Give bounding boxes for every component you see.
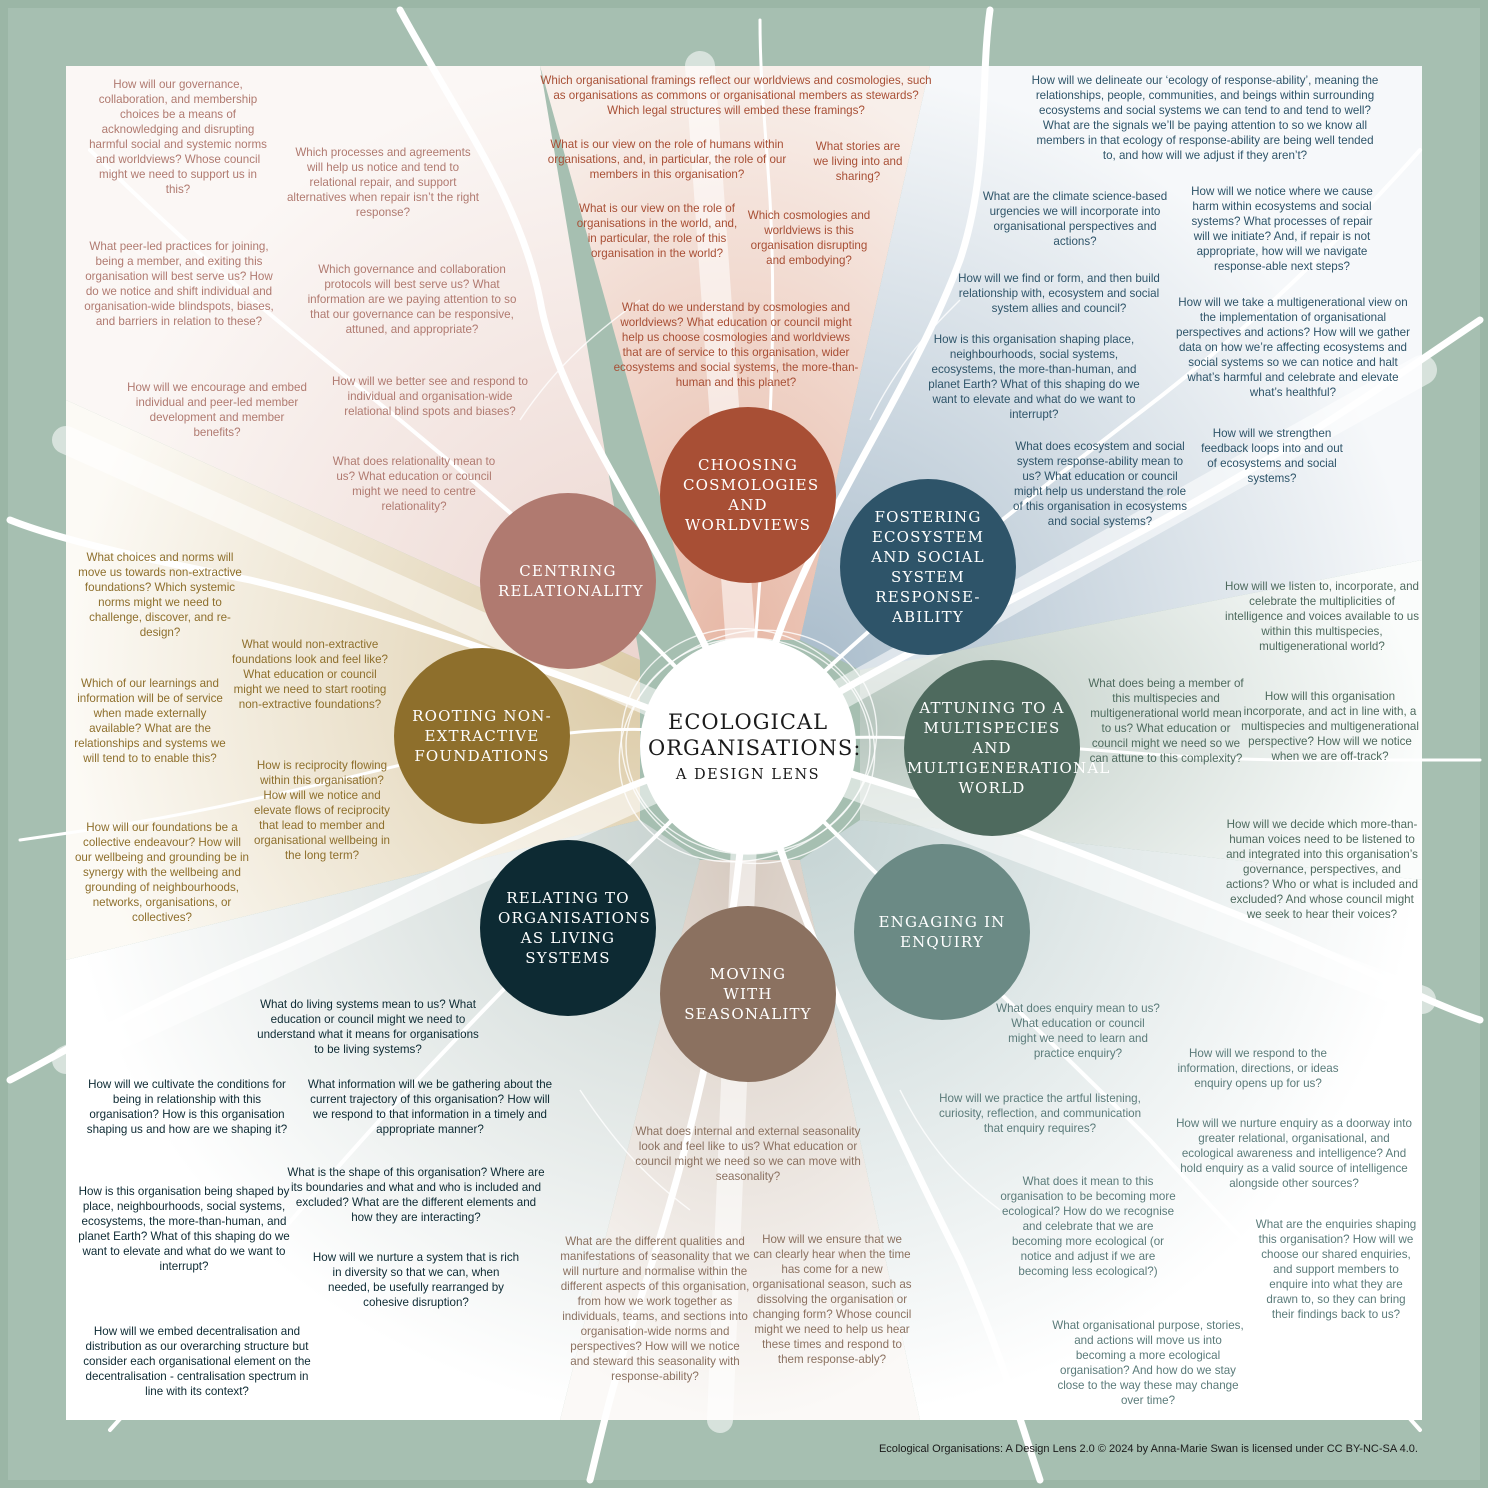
question-ecosystem-8: What does ecosystem and social system re… bbox=[1013, 440, 1187, 528]
license-credit: Ecological Organisations: A Design Lens … bbox=[878, 1443, 1418, 1455]
question-living-systems-4: What is the shape of this organisation? … bbox=[287, 1166, 545, 1224]
question-living-systems-5: How is this organisation being shaped by… bbox=[78, 1185, 290, 1273]
question-ecosystem-6: How is this organisation shaping place, … bbox=[928, 333, 1140, 421]
question-seasonality-3: How will we ensure that we can clearly h… bbox=[752, 1233, 912, 1366]
question-living-systems-1: What do living systems mean to us? What … bbox=[257, 998, 479, 1056]
circle-rooting-foundations[interactable]: ROOTING NON-EXTRACTIVE FOUNDATIONS bbox=[394, 648, 570, 824]
circle-label-foundations: ROOTING NON-EXTRACTIVE FOUNDATIONS bbox=[412, 707, 552, 765]
question-foundations-1: What choices and norms will move us towa… bbox=[78, 551, 242, 639]
question-cosmologies-4: What is our view on the role of organisa… bbox=[576, 202, 738, 260]
question-living-systems-6: How will we nurture a system that is ric… bbox=[312, 1251, 520, 1309]
circle-attuning-multispecies[interactable]: ATTUNING TO A MULTISPECIES AND MULTIGENE… bbox=[904, 660, 1111, 836]
question-relationality-7: What does relationality mean to us? What… bbox=[332, 455, 496, 513]
question-ecosystem-4: How will we find or form, and then build… bbox=[958, 272, 1160, 315]
question-living-systems-7: How will we embed decentralisation and d… bbox=[83, 1325, 311, 1398]
question-relationality-6: How will we better see and respond to in… bbox=[332, 375, 528, 418]
question-enquiry-4: How will we nurture enquiry as a doorway… bbox=[1176, 1117, 1412, 1190]
circle-label-relationality: CENTRING RELATIONALITY bbox=[498, 562, 644, 600]
question-ecosystem-3: How will we notice where we cause harm w… bbox=[1191, 185, 1373, 273]
question-relationality-1: How will our governance, collaboration, … bbox=[89, 78, 267, 196]
circle-label-ecosystem: FOSTERING ECOSYSTEM AND SOCIAL SYSTEM RE… bbox=[871, 508, 985, 626]
question-seasonality-2: What are the different qualities and man… bbox=[560, 1235, 750, 1383]
center-subtitle: A DESIGN LENS bbox=[675, 767, 821, 783]
question-living-systems-3: What information will we be gathering ab… bbox=[307, 1078, 553, 1136]
question-foundations-4: How is reciprocity flowing within this o… bbox=[254, 759, 390, 862]
center-title-circle: ECOLOGICAL ORGANISATIONS: A DESIGN LENS bbox=[640, 638, 862, 854]
question-cosmologies-2: What is our view on the role of humans w… bbox=[547, 138, 787, 181]
question-multispecies-1: How will we listen to, incorporate, and … bbox=[1225, 580, 1419, 653]
circle-label-cosmologies: CHOOSING COSMOLOGIES AND WORLDVIEWS bbox=[683, 456, 820, 534]
question-enquiry-1: What does enquiry mean to us? What educa… bbox=[996, 1002, 1160, 1060]
question-foundations-5: How will our foundations be a collective… bbox=[74, 821, 250, 924]
question-ecosystem-1: How will we delineate our ‘ecology of re… bbox=[1031, 74, 1379, 162]
question-living-systems-2: How will we cultivate the conditions for… bbox=[86, 1078, 288, 1136]
question-relationality-2: Which processes and agreements will help… bbox=[286, 146, 480, 219]
question-relationality-5: How will we encourage and embed individu… bbox=[127, 381, 307, 439]
question-relationality-4: Which governance and collaboration proto… bbox=[307, 263, 517, 336]
sector-relationality bbox=[66, 66, 640, 660]
question-cosmologies-3: What stories are we living into and shar… bbox=[813, 140, 903, 183]
question-cosmologies-1: Which organisational framings reflect ou… bbox=[540, 74, 932, 117]
question-relationality-3: What peer-led practices for joining, bei… bbox=[84, 240, 274, 328]
question-enquiry-5: What does it mean to this organisation t… bbox=[1000, 1175, 1176, 1278]
circle-label-multispecies: ATTUNING TO A MULTISPECIES AND MULTIGENE… bbox=[907, 699, 1111, 797]
question-enquiry-7: What organisational purpose, stories, an… bbox=[1052, 1319, 1244, 1407]
question-ecosystem-5: How will we take a multigenerational vie… bbox=[1176, 296, 1410, 399]
circle-fostering-ecosystem[interactable]: FOSTERING ECOSYSTEM AND SOCIAL SYSTEM RE… bbox=[840, 479, 1016, 655]
question-ecosystem-2: What are the climate science-based urgen… bbox=[982, 190, 1168, 248]
circle-relating-living-systems[interactable]: RELATING TO ORGANISATIONS AS LIVING SYST… bbox=[480, 840, 656, 1016]
circle-engaging-enquiry[interactable]: ENGAGING IN ENQUIRY bbox=[854, 844, 1030, 1020]
circle-centring-relationality[interactable]: CENTRING RELATIONALITY bbox=[480, 493, 656, 669]
circle-choosing-cosmologies[interactable]: CHOOSING COSMOLOGIES AND WORLDVIEWS bbox=[660, 407, 836, 583]
question-multispecies-3: How will this organisation incorporate, … bbox=[1241, 690, 1419, 763]
question-foundations-2: What would non-extractive foundations lo… bbox=[232, 638, 388, 711]
question-enquiry-6: What are the enquiries shaping this orga… bbox=[1255, 1218, 1417, 1321]
center-title: ECOLOGICAL ORGANISATIONS: bbox=[648, 710, 862, 760]
question-cosmologies-6: What do we understand by cosmologies and… bbox=[613, 301, 859, 389]
circle-label-seasonality: MOVING WITH SEASONALITY bbox=[684, 965, 812, 1023]
question-cosmologies-5: Which cosmologies and worldviews is this… bbox=[747, 209, 871, 267]
question-foundations-3: Which of our learnings and information w… bbox=[74, 677, 226, 765]
question-enquiry-2: How will we respond to the information, … bbox=[1177, 1047, 1339, 1090]
circle-label-living-systems: RELATING TO ORGANISATIONS AS LIVING SYST… bbox=[498, 889, 651, 967]
circle-moving-seasonality[interactable]: MOVING WITH SEASONALITY bbox=[660, 906, 836, 1082]
question-seasonality-1: What does internal and external seasonal… bbox=[635, 1125, 861, 1183]
question-multispecies-2: What does being a member of this multisp… bbox=[1088, 677, 1244, 765]
question-enquiry-3: How will we practice the artful listenin… bbox=[938, 1092, 1142, 1135]
question-multispecies-4: How will we decide which more-than-human… bbox=[1225, 818, 1419, 921]
circle-label-enquiry: ENGAGING IN ENQUIRY bbox=[878, 913, 1006, 951]
question-ecosystem-7: How will we strengthen feedback loops in… bbox=[1201, 427, 1343, 485]
